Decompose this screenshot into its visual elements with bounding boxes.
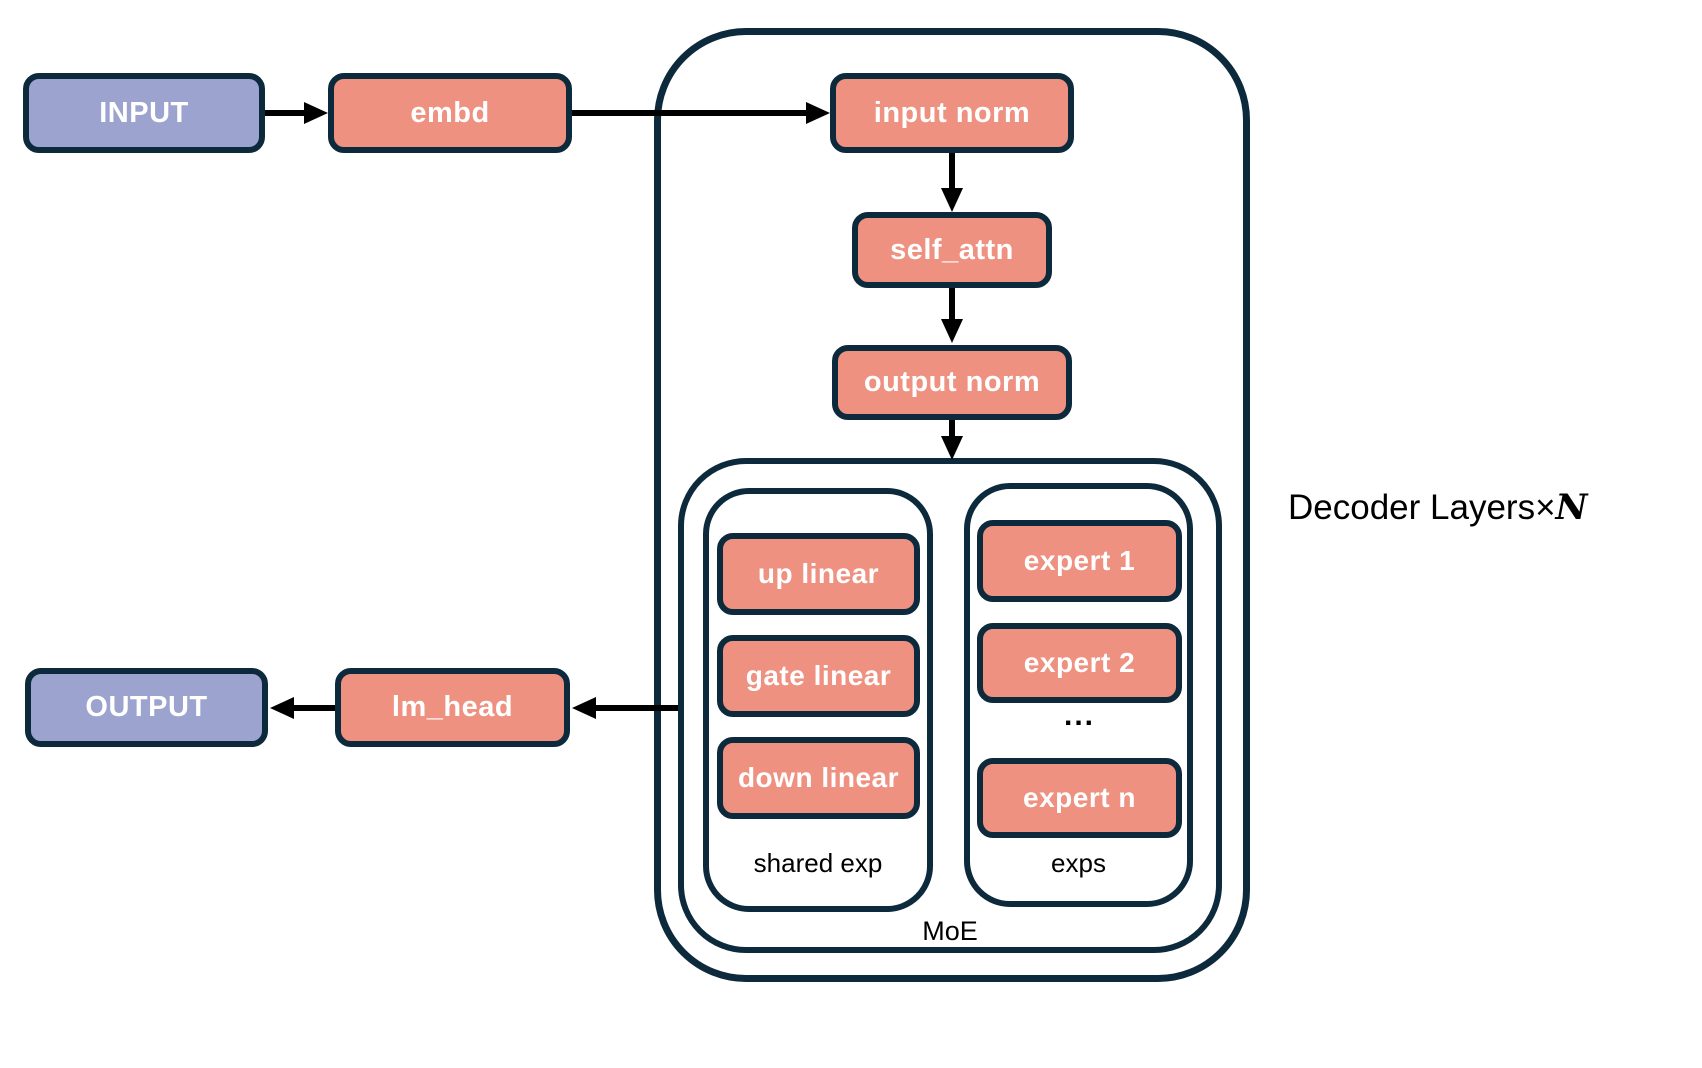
arrow-lm-head-to-output (270, 697, 335, 719)
expert-2-node: expert 2 (977, 623, 1182, 703)
expert-1-node: expert 1 (977, 520, 1182, 602)
self-attn-node: self_attn (852, 212, 1052, 288)
up-linear-node: up linear (717, 533, 920, 615)
output-node: OUTPUT (25, 668, 268, 747)
decoder-layers-label: Decoder Layers×N (1288, 487, 1588, 528)
expert-n-node: expert n (977, 758, 1182, 838)
input-node: INPUT (23, 73, 265, 153)
decoder-layers-container (654, 28, 1250, 982)
lm-head-node: lm_head (335, 668, 570, 747)
decoder-layers-label-text: Decoder Layers (1288, 488, 1536, 527)
exps-container (964, 483, 1193, 907)
gate-linear-node: gate linear (717, 635, 920, 717)
shared-exp-container (703, 488, 933, 912)
experts-ellipsis: ... (1063, 699, 1095, 732)
times-symbol: × (1535, 488, 1556, 527)
input-norm-node: input norm (830, 73, 1074, 153)
n-symbol: N (1555, 487, 1588, 528)
moe-label: MoE (922, 916, 978, 946)
embd-node: embd (328, 73, 572, 153)
arrow-input-to-embd (265, 102, 328, 124)
shared-exp-label: shared exp (753, 848, 883, 878)
down-linear-node: down linear (717, 737, 920, 819)
exps-label: exps (1051, 848, 1106, 878)
moe-container (678, 458, 1222, 953)
output-norm-node: output norm (832, 345, 1072, 420)
